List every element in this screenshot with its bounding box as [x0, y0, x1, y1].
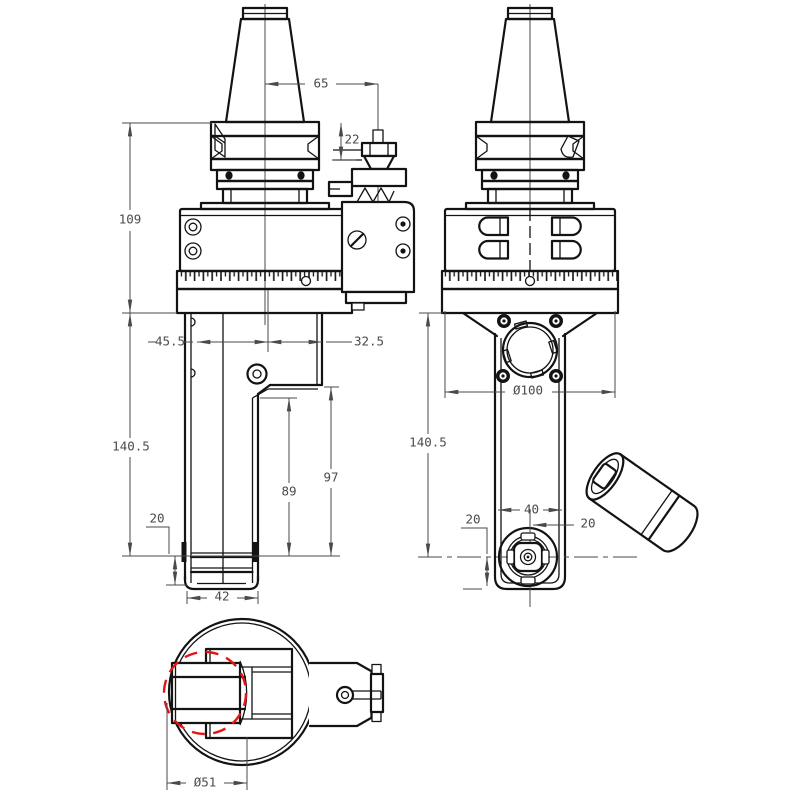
index-mark	[524, 275, 536, 287]
collet-square-bore	[592, 462, 617, 490]
bottom-view-dimensions: Ø51	[166, 703, 248, 790]
dim-label-32-5: 32.5	[354, 334, 384, 349]
stop-block	[340, 200, 416, 294]
body-screw	[184, 218, 202, 236]
dim-label-89: 89	[281, 484, 296, 499]
dim-label-20-right: 20	[580, 516, 595, 531]
dim-label-140-5: 140.5	[112, 439, 150, 454]
dim-label-22: 22	[344, 132, 359, 147]
oring-dot	[225, 171, 233, 180]
collet-detail	[585, 452, 699, 553]
oring-dot	[297, 171, 305, 180]
dim-label-42: 42	[214, 589, 229, 604]
adjust-bolt-head	[360, 141, 398, 158]
slotted-screw	[347, 230, 367, 250]
lube-slot	[550, 216, 582, 237]
reference-circle-red	[162, 650, 248, 736]
front-view: 109 140.5 65 22 45.5 32.5 89	[112, 4, 416, 604]
arm-hole	[246, 363, 268, 385]
dim-label-40: 40	[524, 502, 539, 517]
dim-label-97: 97	[323, 470, 338, 485]
lube-slot	[478, 239, 510, 260]
spring	[356, 187, 395, 203]
clamp-screw-hole	[335, 685, 355, 705]
dim-label-dia51: Ø51	[194, 775, 217, 790]
dim-label-109: 109	[119, 212, 142, 227]
dim-label-45-5: 45.5	[155, 334, 185, 349]
flange-screws	[496, 314, 563, 383]
lube-slot	[550, 239, 582, 260]
dim-label-140-5-side: 140.5	[409, 435, 447, 450]
output-spindle	[418, 509, 640, 607]
lube-slot	[478, 216, 510, 237]
bottom-view: Ø51	[162, 617, 385, 790]
side-view-dimensions: Ø100 140.5 40 20 20	[409, 311, 616, 590]
dim-label-20: 20	[149, 511, 164, 526]
index-mark	[300, 275, 312, 287]
clamp-tab	[181, 542, 187, 562]
tool-clamp-block	[308, 661, 385, 728]
dim-label-65: 65	[313, 76, 328, 91]
nose-bottom	[183, 574, 260, 591]
body-screw	[184, 242, 202, 260]
chamfer-edge	[256, 383, 272, 396]
dim-label-dia100: Ø100	[513, 383, 543, 398]
front-view-dimensions: 109 140.5 65 22 45.5 32.5 89	[112, 76, 384, 604]
side-view: Ø100 140.5 40 20 20	[409, 4, 640, 607]
bearing-boss	[501, 321, 559, 379]
clamp-tab	[253, 542, 258, 562]
dim-label-20-left: 20	[465, 512, 480, 527]
side-stop-mechanism	[327, 84, 416, 311]
square-bore	[170, 661, 242, 725]
